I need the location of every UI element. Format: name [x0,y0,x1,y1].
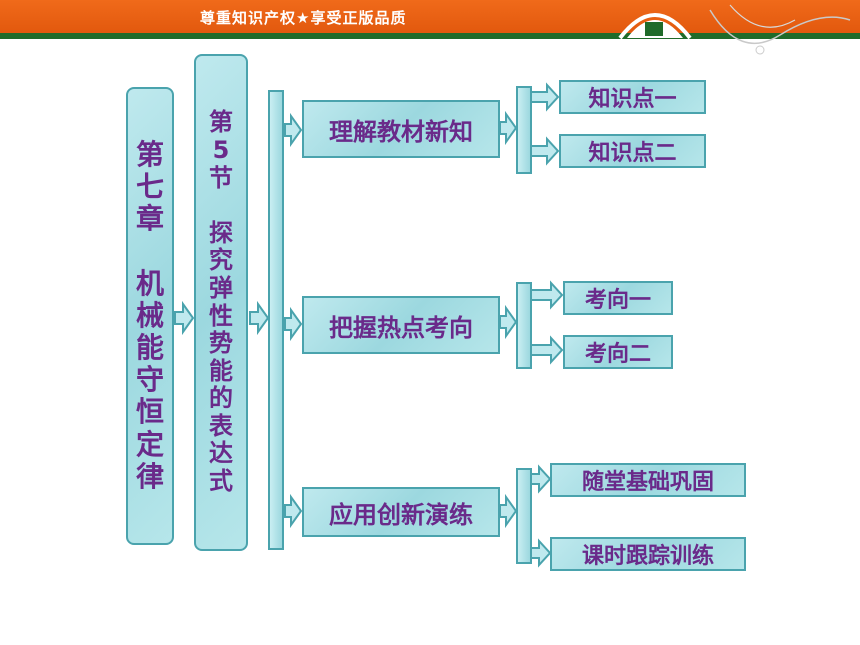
sub-item-2-2: 考向二 [563,335,673,369]
vertical-char: 弹 [209,273,233,302]
sub-bar-2 [516,282,532,369]
sub-bar-1 [516,86,532,174]
arrow-chapter-section [174,300,195,336]
chapter-box: 第七章 机械能守恒定律 [126,87,174,545]
arrow-sub-2-2 [530,335,564,365]
arrow-sub-2-1 [530,280,564,310]
vertical-char: 能 [209,356,233,385]
arrow-bar-branch-2 [284,306,303,342]
vertical-char: 究 [209,246,233,275]
vertical-char: 能 [135,331,164,365]
arrow-bar-branch-3 [284,493,303,529]
vertical-char: 势 [209,329,233,358]
vertical-char: 机 [135,266,164,300]
arrow-branch-1-bar [499,110,518,146]
logo-icon [618,13,692,40]
vertical-char: 第 [209,108,233,137]
sub-item-1-2: 知识点二 [559,134,706,168]
vertical-char: 的 [209,384,233,413]
arrow-sub-1-1 [530,82,560,112]
arrow-sub-3-2 [530,538,552,568]
vertical-char: 节 [209,163,233,192]
branch-box-1: 理解教材新知 [302,100,500,158]
vertical-char: 定 [135,427,164,461]
arrow-branch-3-bar [499,493,518,529]
vertical-char: 探 [209,218,233,247]
vertical-char: 表 [209,411,233,440]
vertical-char: 七 [135,170,164,204]
arrow-bar-branch-1 [284,112,303,148]
swirl-decoration-icon [709,4,851,55]
arrow-sub-3-1 [530,464,552,494]
arrow-sub-1-2 [530,136,560,166]
vertical-char: 律 [135,459,164,493]
banner-stripe [0,33,860,39]
vertical-char: 章 [135,202,164,236]
main-connector-bar [268,90,284,550]
banner-slogan: 尊重知识产权★享受正版品质 [200,9,407,27]
vertical-char: 性 [209,301,233,330]
vertical-char: 械 [135,298,164,332]
vertical-char: 达 [209,439,233,468]
arrow-branch-2-bar [499,304,518,340]
vertical-char: 守 [135,363,164,397]
sub-item-2-1: 考向一 [563,281,673,315]
sub-item-1-1: 知识点一 [559,80,706,114]
vertical-char: 式 [209,467,233,496]
arrow-section-bar [249,300,270,336]
sub-bar-3 [516,468,532,564]
vertical-char: 恒 [135,395,164,429]
sub-item-3-1: 随堂基础巩固 [550,463,746,497]
branch-box-3: 应用创新演练 [302,487,500,537]
vertical-char: 5 [212,135,230,164]
vertical-char: 第 [135,137,164,171]
sub-item-3-2: 课时跟踪训练 [550,537,746,571]
branch-box-2: 把握热点考向 [302,296,500,354]
